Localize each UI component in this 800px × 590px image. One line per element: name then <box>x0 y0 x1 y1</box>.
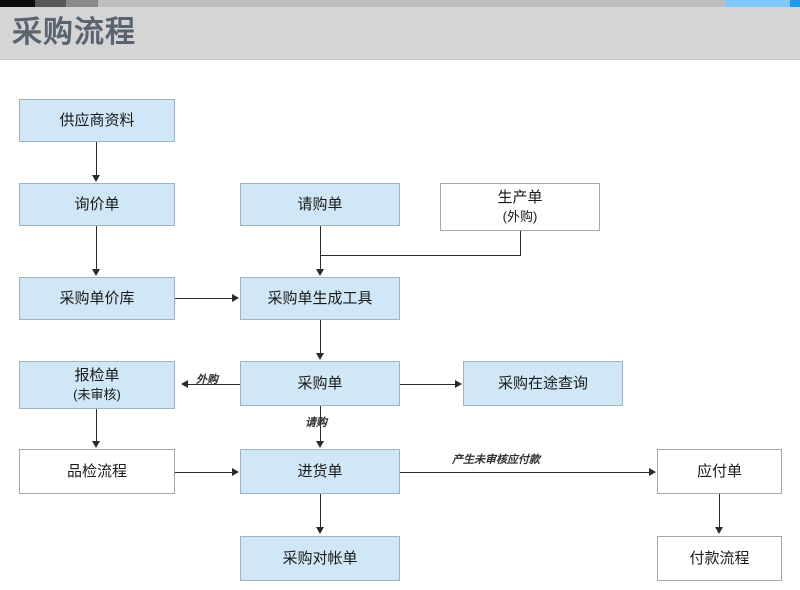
node-label: 询价单 <box>74 196 120 213</box>
connector-generator-to-po <box>320 320 321 354</box>
node-inspection-order[interactable]: 报检单 (未审核) <box>19 361 175 409</box>
connector-supplier-to-inquiry <box>96 142 97 176</box>
connector-receipt-to-payable <box>400 472 650 473</box>
node-purchase-price-lib[interactable]: 采购单价库 <box>19 277 175 320</box>
node-label: 生产单 <box>497 189 543 206</box>
top-bar-segment-5 <box>725 0 790 7</box>
connector-production-left <box>320 255 521 256</box>
node-po-generator[interactable]: 采购单生成工具 <box>240 277 400 320</box>
node-sublabel: (未审核) <box>73 387 121 402</box>
connector-po-to-in-transit <box>400 384 456 385</box>
node-label: 付款流程 <box>689 550 750 567</box>
edge-label-outsourcing: 外购 <box>196 374 218 386</box>
node-label: 供应商资料 <box>59 112 135 129</box>
node-label: 进货单 <box>297 463 343 480</box>
node-payment-process[interactable]: 付款流程 <box>657 536 782 581</box>
node-supplier-info[interactable]: 供应商资料 <box>19 99 175 142</box>
flowchart-canvas: 供应商资料 询价单 采购单价库 报检单 (未审核) 品检流程 请购单 采购单生成… <box>0 61 800 590</box>
arrowhead-price-lib-to-generator <box>232 294 239 302</box>
connector-requisition-to-generator <box>320 226 321 270</box>
arrowhead-po-to-receipt <box>316 441 324 448</box>
top-bar-segment-3 <box>66 0 98 7</box>
arrowhead-inspection-to-quality <box>92 441 100 448</box>
connector-price-lib-to-generator <box>175 298 233 299</box>
arrowhead-supplier-to-inquiry <box>92 175 100 182</box>
top-bar-segment-1 <box>0 0 35 7</box>
edge-label-requisition: 请购 <box>305 417 327 429</box>
node-label: 采购在途查询 <box>497 375 588 392</box>
top-bar-segment-6 <box>790 0 800 7</box>
arrowhead-inquiry-to-price-lib <box>92 269 100 276</box>
node-label: 报检单 <box>74 367 120 384</box>
connector-receipt-to-statement <box>320 494 321 528</box>
node-purchase-statement[interactable]: 采购对帐单 <box>240 536 400 581</box>
arrowhead-receipt-to-payable <box>649 468 656 476</box>
edge-label-unaudited-ap: 产生未审核应付款 <box>452 454 540 466</box>
node-inquiry-order[interactable]: 询价单 <box>19 183 175 226</box>
node-production-order[interactable]: 生产单 (外购) <box>440 183 600 231</box>
node-label: 采购对帐单 <box>282 550 358 567</box>
page-title: 采购流程 <box>12 16 136 49</box>
connector-payable-to-payment <box>719 494 720 528</box>
arrowhead-po-to-inspection <box>181 380 188 388</box>
connector-po-to-receipt <box>320 406 321 442</box>
connector-quality-to-receipt <box>175 472 233 473</box>
node-requisition-order[interactable]: 请购单 <box>240 183 400 226</box>
arrowhead-requisition-to-generator <box>316 269 324 276</box>
top-bar-segment-4 <box>98 0 725 7</box>
node-label: 采购单价库 <box>59 290 135 307</box>
node-purchase-in-transit[interactable]: 采购在途查询 <box>463 361 623 406</box>
node-label: 品检流程 <box>66 463 127 480</box>
arrowhead-receipt-to-statement <box>316 527 324 534</box>
page-header: 采购流程 <box>0 7 800 60</box>
connector-production-down <box>520 231 521 256</box>
node-label: 采购单 <box>297 375 343 392</box>
top-progress-bar <box>0 0 800 7</box>
arrowhead-generator-to-po <box>316 353 324 360</box>
top-bar-segment-2 <box>35 0 66 7</box>
node-quality-process[interactable]: 品检流程 <box>19 449 175 494</box>
node-purchase-order[interactable]: 采购单 <box>240 361 400 406</box>
connector-inquiry-to-price-lib <box>96 226 97 270</box>
node-label: 应付单 <box>696 463 742 480</box>
node-label: 采购单生成工具 <box>267 290 373 307</box>
node-goods-receipt[interactable]: 进货单 <box>240 449 400 494</box>
arrowhead-payable-to-payment <box>715 527 723 534</box>
node-label: 请购单 <box>297 196 343 213</box>
connector-inspection-to-quality <box>96 409 97 442</box>
arrowhead-quality-to-receipt <box>232 468 239 476</box>
node-payable-order[interactable]: 应付单 <box>657 449 782 494</box>
connector-po-to-inspection <box>188 384 240 385</box>
node-sublabel: (外购) <box>502 209 538 224</box>
arrowhead-po-to-in-transit <box>455 380 462 388</box>
